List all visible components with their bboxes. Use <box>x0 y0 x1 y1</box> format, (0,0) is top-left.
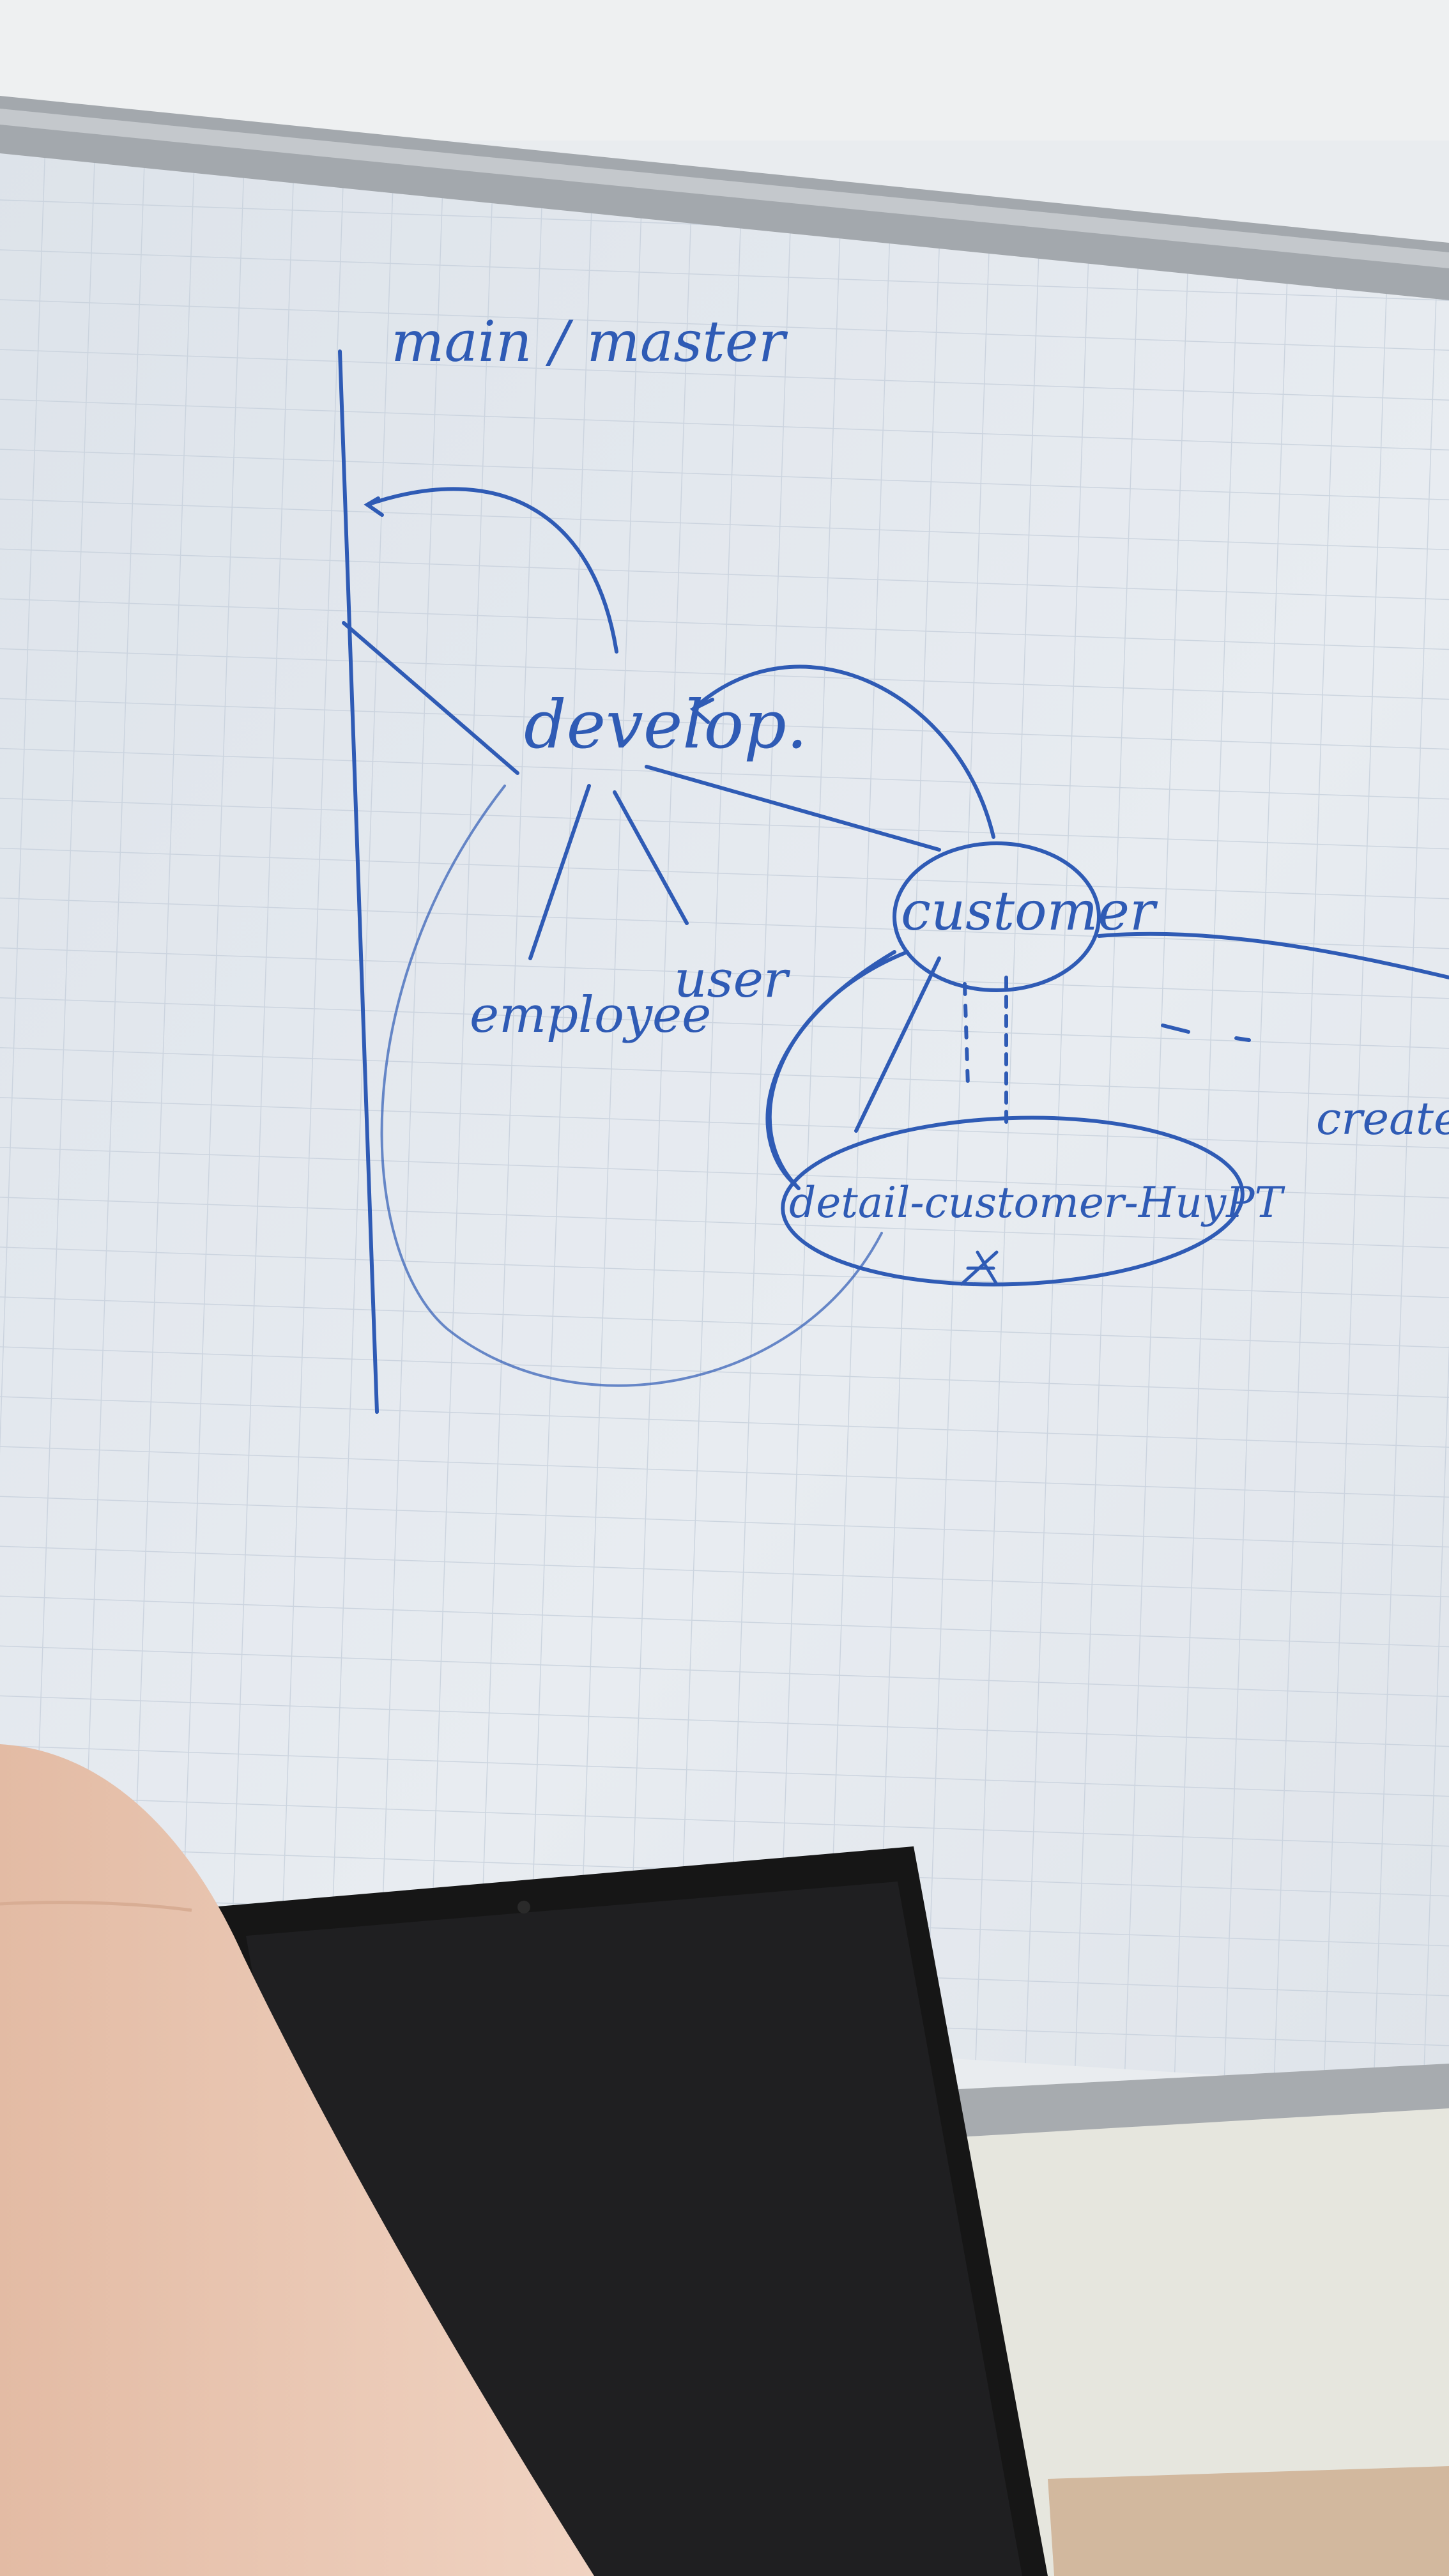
branch-employee-line <box>528 784 591 960</box>
desk <box>1048 2466 1449 2576</box>
user-label: user <box>674 949 791 1009</box>
cross-mark <box>960 1250 999 1286</box>
detail-circle <box>781 1116 1245 1287</box>
main-branch-line <box>338 349 379 1414</box>
branch-develop-line <box>342 621 519 775</box>
diagram-strokes <box>338 349 1449 1414</box>
board-tray <box>958 2064 1449 2137</box>
develop-label: develop. <box>524 686 808 763</box>
loop-back-arrow <box>380 785 883 1387</box>
detail-customer-label: detail-customer-HuyPT <box>789 1178 1286 1227</box>
person-shoulder <box>0 1744 594 2576</box>
merge-arrow-to-develop <box>691 664 995 839</box>
wall-top <box>0 0 1449 141</box>
webcam-icon <box>518 1901 530 1913</box>
whiteboard-grid <box>0 128 1449 2089</box>
branch-user-line <box>613 790 689 925</box>
customer-label: customer <box>901 880 1158 942</box>
create-label: create <box>1316 1092 1449 1145</box>
main-master-label: main / master <box>391 309 788 374</box>
employee-label: employee <box>470 986 711 1044</box>
branch-create-line <box>1097 931 1449 979</box>
branch-customer-line <box>645 765 941 852</box>
merge-arrow-to-main <box>365 487 618 654</box>
customer-circle <box>893 841 1101 992</box>
